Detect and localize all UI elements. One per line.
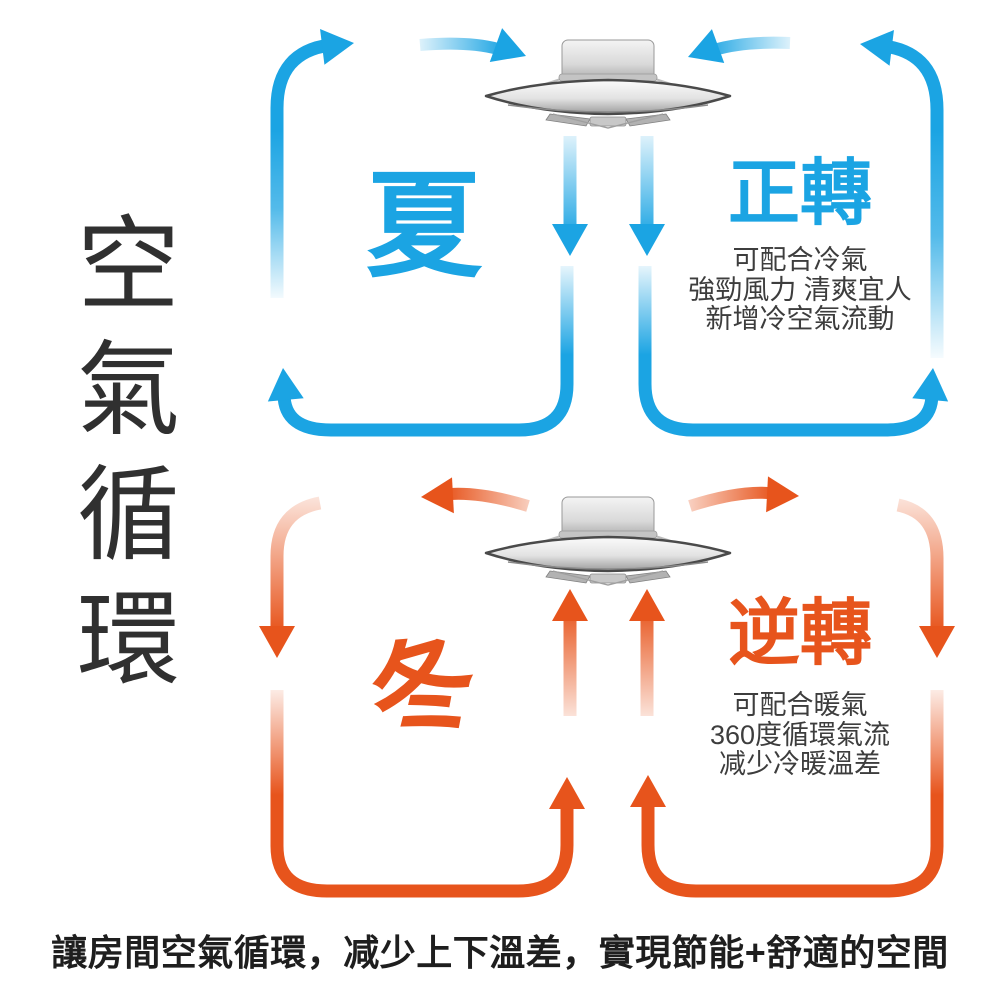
winter-description: 可配合暖氣 360度循環氣流 减少冷暖溫差 [640,690,960,780]
ceiling-inflow-left-arrow [419,37,500,55]
up-right-wall-arrow [882,39,944,358]
winter-desc-line-1: 可配合暖氣 [732,690,868,720]
ceiling-outflow-left-arrow [449,487,530,512]
floor-loop-left-arrow [277,266,574,437]
arrowhead-icon [320,25,357,65]
down-right-wall-arrow [896,498,944,634]
arrowhead-icon [420,477,454,515]
summer-desc-line-2: 強勁風力 清爽宜人 [688,274,912,305]
arrowhead-icon [766,476,800,514]
down-left-wall-arrow [270,496,322,634]
footer-caption: 讓房間空氣循環，减少上下溫差，實現節能+舒適的空間 [51,932,949,973]
ceiling-inflow-right-arrow [712,36,791,56]
arrowhead-icon [552,224,588,256]
arrowhead-icon [857,26,894,66]
winter-circulation-arrows [259,476,955,898]
arrowhead-icon [552,589,588,621]
winter-desc-line-3: 减少冷暖溫差 [719,749,881,779]
summer-season-label: 夏 [366,161,482,291]
up-left-wall-arrow [270,38,332,298]
arrowhead-icon [681,29,725,74]
summer-description: 可配合冷氣 強勁風力 清爽宜人 新增冷空氣流動 [640,245,960,335]
arrowhead-icon [265,366,304,402]
winter-desc-line-2: 360度循環氣流 [709,719,891,750]
summer-desc-line-3: 新增冷空氣流動 [705,304,895,334]
arrowhead-icon [549,777,585,809]
ceiling-outflow-right-arrow [688,486,769,512]
page-title-vertical: 空氣循環 [62,210,177,710]
arrowhead-icon [630,775,666,807]
summer-circulation-arrows [265,25,951,437]
floor-return-right-arrow [641,690,944,898]
arrowhead-icon [489,28,533,73]
winter-mode-title: 逆轉 [727,594,872,674]
arrowhead-icon [919,626,955,658]
floor-return-left-arrow [270,690,574,898]
floor-loop-right-arrow [638,266,939,437]
summer-desc-line-1: 可配合冷氣 [732,245,868,275]
summer-mode-title: 正轉 [727,154,872,234]
arrowhead-icon [629,589,665,621]
arrowhead-icon [259,626,295,658]
arrowhead-icon [912,366,951,402]
